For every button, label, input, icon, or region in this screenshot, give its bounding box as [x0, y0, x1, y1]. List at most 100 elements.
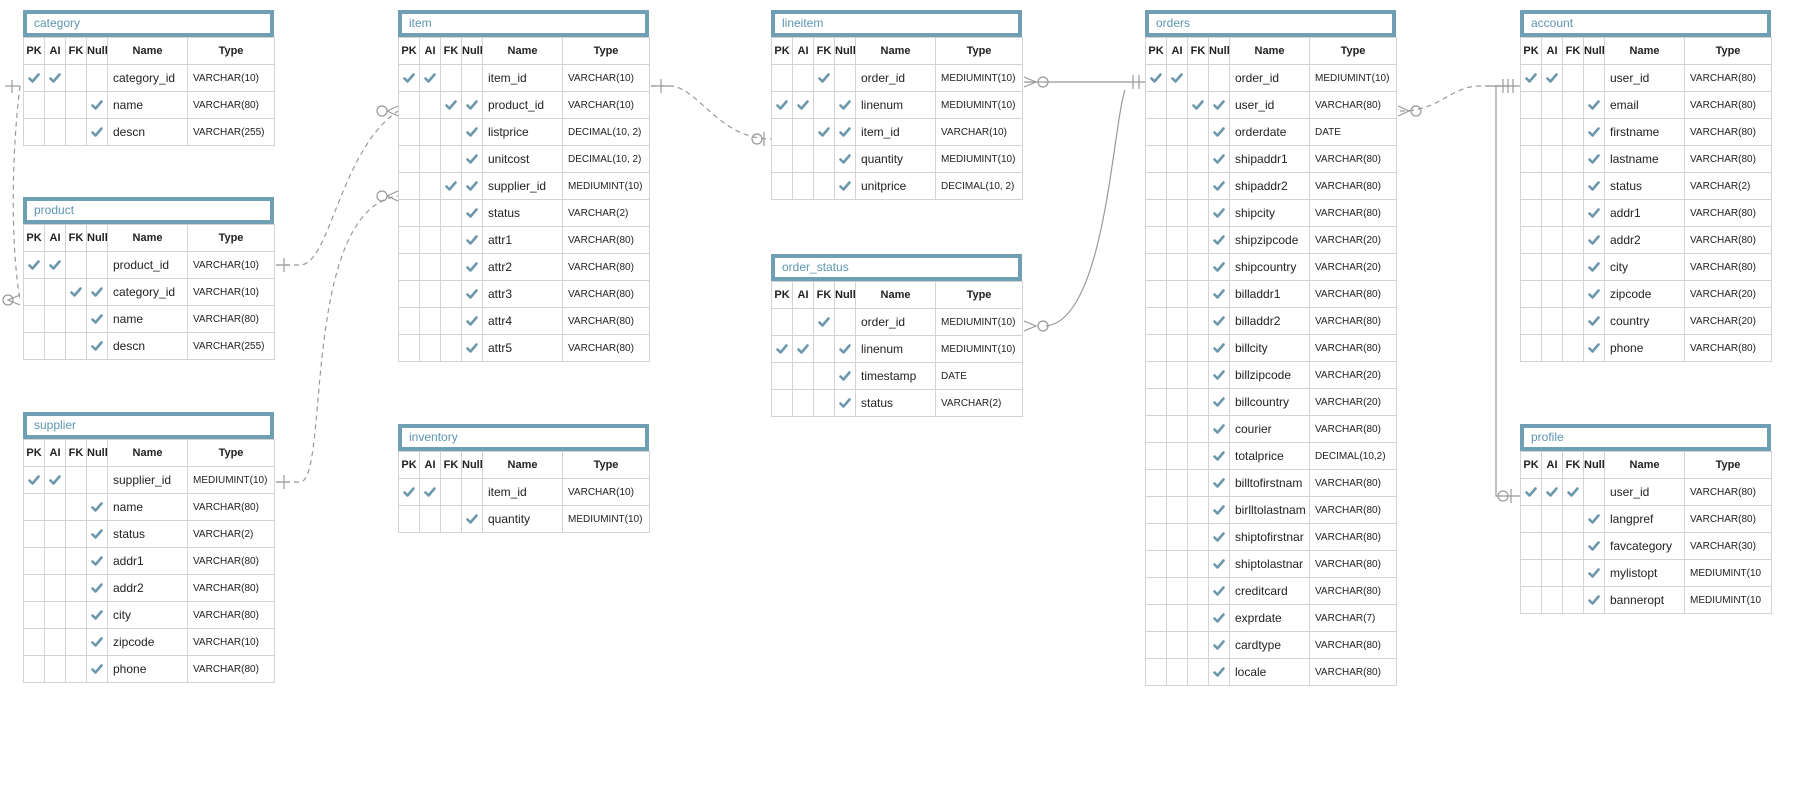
table-title[interactable]: item	[398, 10, 649, 37]
table-title[interactable]: account	[1520, 10, 1771, 37]
column-name: phone	[107, 655, 188, 683]
column-name: status	[1604, 172, 1685, 200]
table-title[interactable]: orders	[1145, 10, 1396, 37]
table-title[interactable]: supplier	[23, 412, 274, 439]
table-title[interactable]: lineitem	[771, 10, 1022, 37]
table-title[interactable]: product	[23, 197, 274, 224]
table-title[interactable]: profile	[1520, 424, 1771, 451]
column-name: billtofirstnam	[1229, 469, 1310, 497]
table-title[interactable]: category	[23, 10, 274, 37]
connector-supplier-item	[276, 195, 399, 483]
table-title[interactable]: order_status	[771, 254, 1022, 281]
table-title[interactable]: inventory	[398, 424, 649, 451]
